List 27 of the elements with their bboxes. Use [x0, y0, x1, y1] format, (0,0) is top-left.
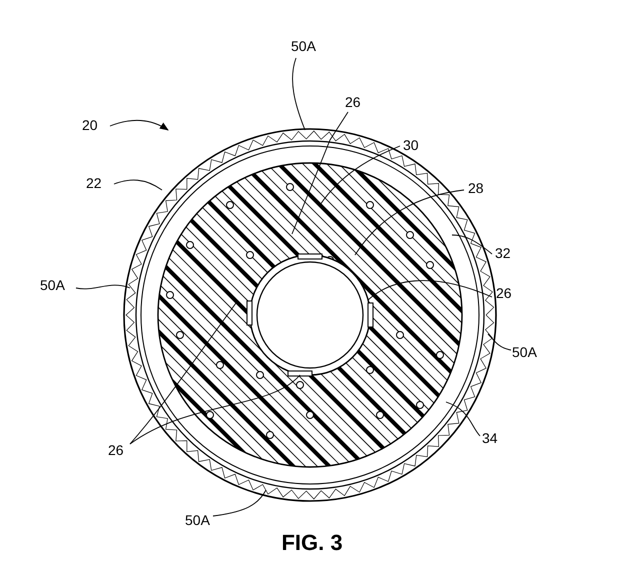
callout-number: 50A [512, 344, 537, 360]
leader-line [320, 146, 400, 206]
leader-line [446, 402, 480, 436]
callout-number: 26 [108, 442, 124, 458]
leader-line [110, 120, 169, 130]
callout-number: 34 [482, 430, 498, 446]
callout-number: 20 [82, 117, 98, 133]
callout-number: 26 [345, 94, 361, 110]
leader-line [292, 112, 348, 234]
leader-line [354, 190, 464, 256]
callout-number: 30 [403, 137, 419, 153]
leader-line [292, 58, 306, 130]
leader-line [368, 280, 492, 300]
callout-number: 32 [495, 245, 511, 261]
leader-line [130, 302, 236, 444]
callout-number: 28 [468, 180, 484, 196]
callout-number: 26 [496, 285, 512, 301]
leader-line [114, 180, 162, 190]
leader-line [212, 490, 266, 516]
figure-caption: FIG. 3 [281, 530, 343, 556]
leader-line [488, 334, 512, 350]
callout-number: 50A [185, 512, 210, 528]
callout-number: 50A [40, 277, 65, 293]
leader-line [76, 284, 130, 290]
callout-number: 22 [86, 175, 102, 191]
callout-number: 50A [291, 38, 316, 54]
leader-line [130, 374, 300, 444]
